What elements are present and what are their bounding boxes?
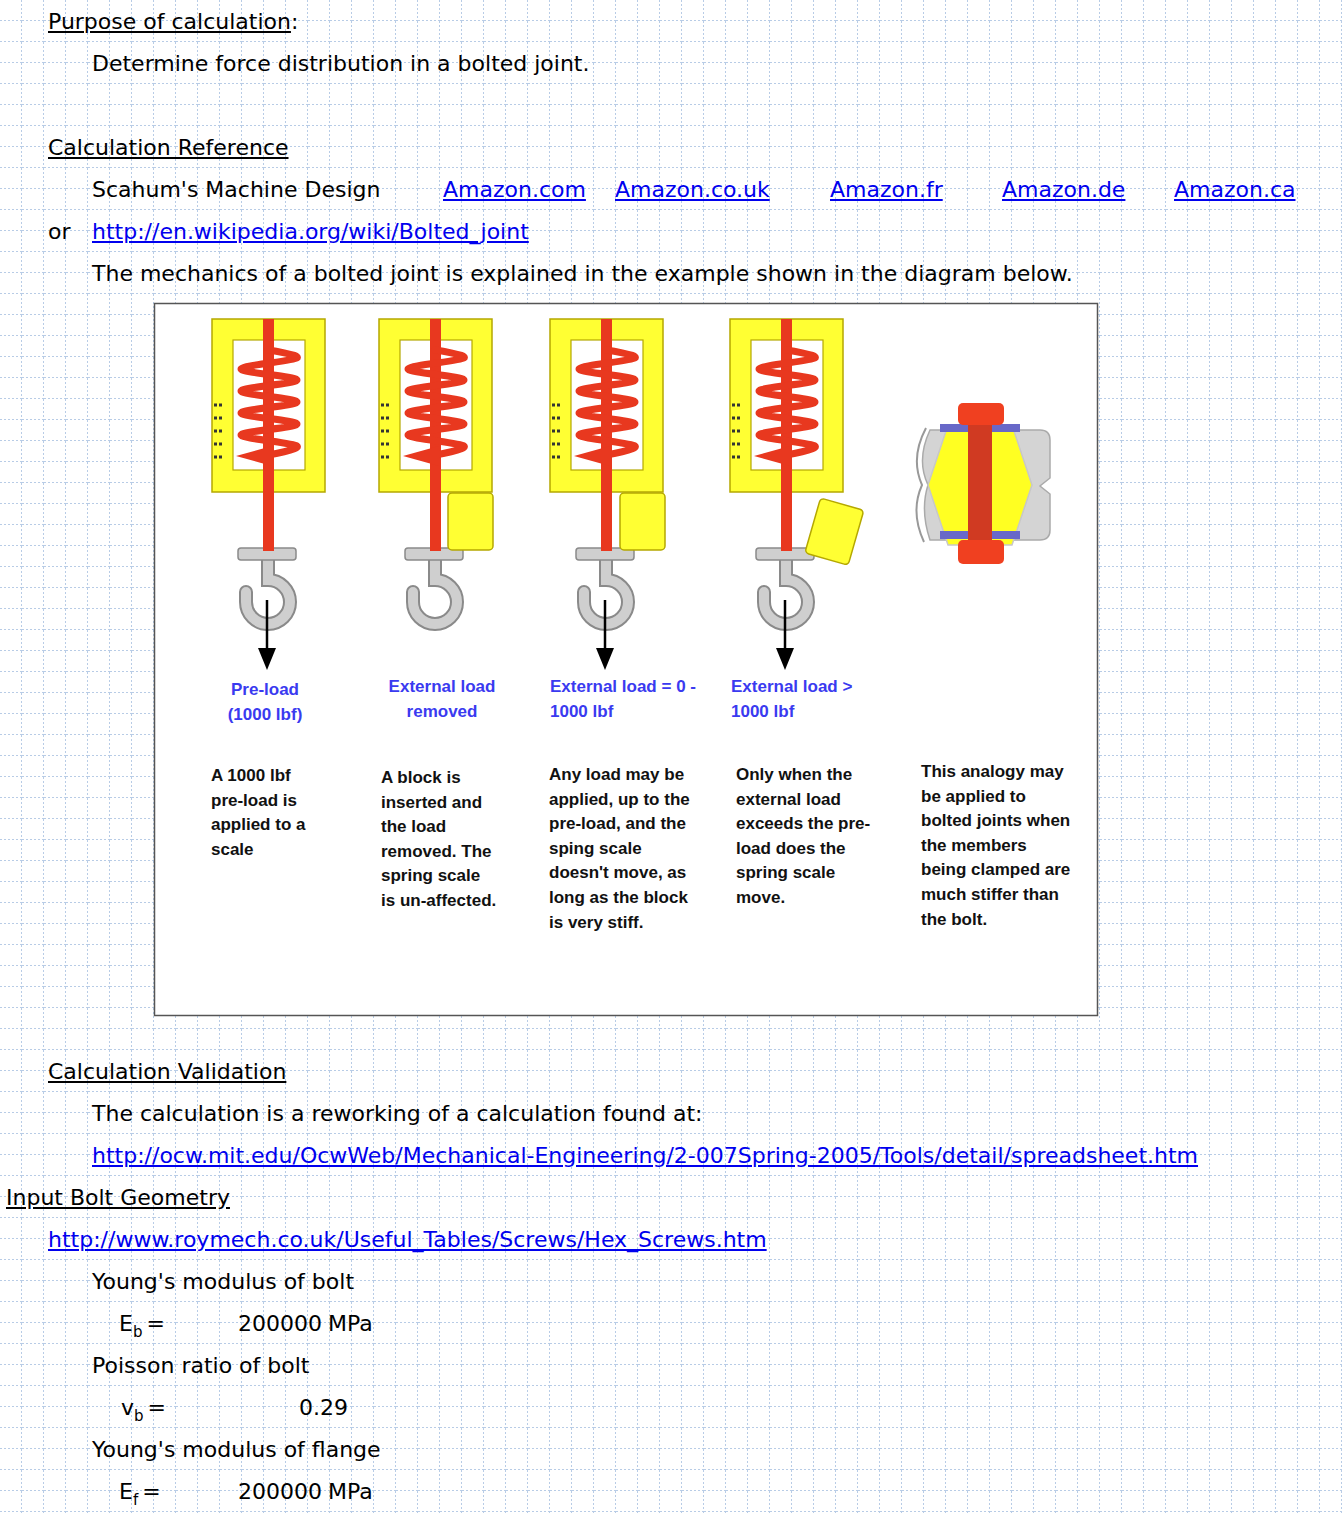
figure-note: This analogy may be applied to bolted jo… <box>921 760 1073 932</box>
hyperlink: Amazon.ca <box>1174 177 1295 203</box>
hyperlink: http://ocw.mit.edu/OcwWeb/Mechanical-Eng… <box>92 1143 1198 1169</box>
subscript: f <box>133 1491 138 1509</box>
reference-title: Scahum's Machine Design <box>92 177 380 203</box>
unit: MPa <box>328 1479 373 1505</box>
scale-tick <box>381 404 390 407</box>
load-arrow <box>266 600 269 652</box>
scale-tick <box>552 404 561 407</box>
equals-sign: = <box>148 1395 166 1421</box>
hyperlink: Amazon.de <box>1002 177 1125 203</box>
bolt-nut <box>958 540 1004 564</box>
scale-tick <box>732 443 741 446</box>
scale-tick <box>214 430 223 433</box>
section-heading: Calculation Reference <box>48 135 289 161</box>
value: 200000 <box>238 1479 322 1505</box>
equals-sign: = <box>142 1479 160 1505</box>
hyperlink: http://en.wikipedia.org/wiki/Bolted_join… <box>92 219 529 245</box>
subscript: b <box>133 1323 143 1341</box>
body-text: The mechanics of a bolted joint is expla… <box>92 261 1073 287</box>
scale-tick <box>552 443 561 446</box>
scale-pointer <box>574 446 610 466</box>
parameter-name: Poisson ratio of bolt <box>92 1353 309 1379</box>
unit: MPa <box>328 1311 373 1337</box>
scale-tick <box>552 456 561 459</box>
section-heading: Calculation Validation <box>48 1059 286 1085</box>
section-heading: Input Bolt Geometry <box>6 1185 230 1211</box>
parameter-name: Young's modulus of flange <box>92 1437 381 1463</box>
hyperlink: Amazon.com <box>443 177 586 203</box>
figure-note: Any load may be applied, up to the pre-l… <box>549 763 701 935</box>
spring-coil <box>579 350 635 455</box>
hyperlink: Amazon.co.uk <box>615 177 770 203</box>
bolt-head <box>958 403 1004 425</box>
bolt-shank <box>968 415 992 555</box>
scale-tick <box>214 417 223 420</box>
scale-pointer <box>754 446 790 466</box>
figure-note: A block is inserted and the load removed… <box>381 766 499 914</box>
arrow-head <box>596 648 614 670</box>
body-text: or <box>48 219 71 245</box>
spring-scale <box>379 319 492 624</box>
figure-note: A 1000 lbf pre-load is applied to a scal… <box>211 764 323 862</box>
value: 0.29 <box>299 1395 348 1421</box>
subscript: b <box>134 1407 144 1425</box>
scale-tick <box>214 443 223 446</box>
scale-tick <box>732 430 741 433</box>
stiff-block <box>805 498 864 565</box>
spring-coil <box>759 350 815 455</box>
scale-tick <box>381 417 390 420</box>
scale-tick <box>552 430 561 433</box>
stiff-block <box>448 493 493 550</box>
parameter-name: Young's modulus of bolt <box>92 1269 354 1295</box>
break-line <box>916 428 926 542</box>
body-text: The calculation is a reworking of a calc… <box>92 1101 702 1127</box>
scale-tick <box>214 404 223 407</box>
figure-caption: External load removed <box>372 675 512 724</box>
figure-frame <box>155 304 1098 1016</box>
figure-caption: External load > 1000 lbf <box>731 675 881 724</box>
bolted-joint <box>916 403 1050 564</box>
value: 200000 <box>238 1311 322 1337</box>
scale-tick <box>732 456 741 459</box>
hyperlink: Amazon.fr <box>830 177 943 203</box>
stiff-block <box>620 493 665 550</box>
scale-tick <box>732 417 741 420</box>
arrow-head <box>258 648 276 670</box>
arrow-head <box>776 648 794 670</box>
symbol-letter: E <box>119 1479 133 1505</box>
scale-tick <box>552 417 561 420</box>
figure-caption: Pre-load (1000 lbf) <box>212 678 318 727</box>
scale-pointer <box>403 446 439 466</box>
scale-tick <box>381 443 390 446</box>
equals-sign: = <box>146 1311 164 1337</box>
scale-pointer <box>236 446 272 466</box>
scale-tick <box>214 456 223 459</box>
load-arrow <box>604 600 607 652</box>
punctuation: : <box>291 9 298 35</box>
figure-illustration <box>155 304 1098 1016</box>
scale-tick <box>732 404 741 407</box>
spring-scale <box>212 319 325 670</box>
spring-coil <box>241 350 297 455</box>
figure-caption: External load = 0 - 1000 lbf <box>550 675 700 724</box>
scale-tick <box>381 456 390 459</box>
spring-coil <box>408 350 464 455</box>
symbol-letter: v <box>121 1395 134 1421</box>
figure-note: Only when the external load exceeds the … <box>736 763 872 911</box>
hook <box>413 554 457 624</box>
body-text: Determine force distribution in a bolted… <box>92 51 590 77</box>
scale-tick <box>381 430 390 433</box>
load-arrow <box>784 600 787 652</box>
symbol-letter: E <box>119 1311 133 1337</box>
hook-outline <box>413 554 457 624</box>
hyperlink: http://www.roymech.co.uk/Useful_Tables/S… <box>48 1227 767 1253</box>
spring-scale <box>730 319 843 670</box>
section-heading: Purpose of calculation <box>48 9 291 35</box>
